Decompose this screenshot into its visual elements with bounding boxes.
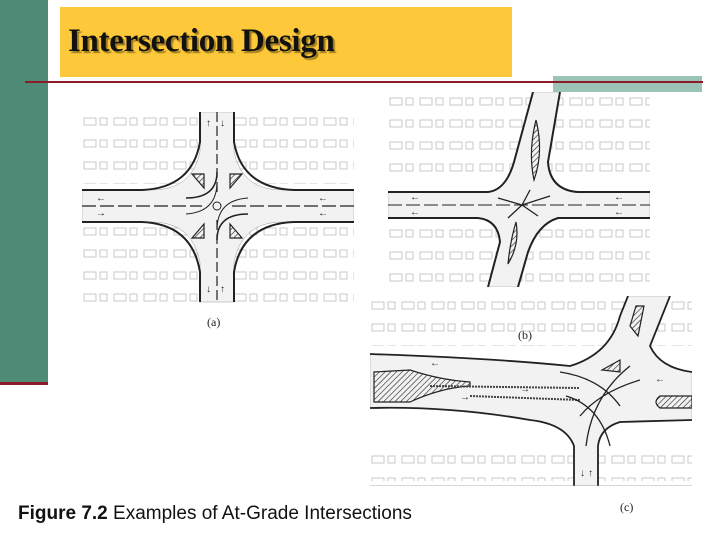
svg-text:↑: ↑ bbox=[206, 118, 211, 129]
figure-a: ← → ← ← ↑ ↓ ↓ ↑ (a) bbox=[82, 112, 354, 332]
svg-text:←: ← bbox=[318, 193, 328, 204]
svg-text:←: ← bbox=[430, 358, 440, 369]
svg-text:←: ← bbox=[96, 193, 106, 204]
figure-caption: Figure 7.2 Examples of At-Grade Intersec… bbox=[18, 503, 412, 525]
svg-text:←: ← bbox=[614, 207, 624, 218]
figure-c: ← → → ← ↓ ↑ (c) bbox=[370, 296, 692, 514]
svg-text:→: → bbox=[96, 208, 106, 219]
svg-text:↑: ↑ bbox=[220, 284, 225, 295]
title-box: Intersection Design bbox=[60, 7, 512, 77]
svg-text:→: → bbox=[520, 384, 530, 395]
figure-a-label: (a) bbox=[207, 315, 221, 329]
svg-text:→: → bbox=[460, 392, 470, 403]
intersection-b-diagram: ← ← ← ← bbox=[388, 92, 650, 287]
svg-text:←: ← bbox=[410, 192, 420, 203]
svg-text:↑: ↑ bbox=[588, 468, 593, 479]
svg-text:←: ← bbox=[410, 207, 420, 218]
svg-text:↓: ↓ bbox=[206, 284, 211, 295]
svg-text:←: ← bbox=[614, 192, 624, 203]
intersection-a-diagram: ← → ← ← ↑ ↓ ↓ ↑ bbox=[82, 112, 354, 304]
figure-number: Figure 7.2 bbox=[18, 503, 108, 524]
svg-text:↓: ↓ bbox=[220, 118, 225, 129]
figure-b: ← ← ← ← (b) bbox=[388, 92, 650, 342]
slide-title: Intersection Design bbox=[68, 23, 335, 59]
left-bar-rule bbox=[0, 382, 48, 385]
left-accent-bar bbox=[0, 0, 48, 382]
svg-text:↓: ↓ bbox=[580, 468, 585, 479]
svg-text:←: ← bbox=[318, 208, 328, 219]
svg-text:←: ← bbox=[655, 374, 665, 385]
accent-band bbox=[553, 76, 702, 92]
title-rule bbox=[25, 81, 703, 83]
intersection-c-diagram: ← → → ← ↓ ↑ bbox=[370, 296, 692, 486]
caption-text: Examples of At-Grade Intersections bbox=[107, 503, 412, 524]
figure-c-label: (c) bbox=[620, 500, 634, 514]
